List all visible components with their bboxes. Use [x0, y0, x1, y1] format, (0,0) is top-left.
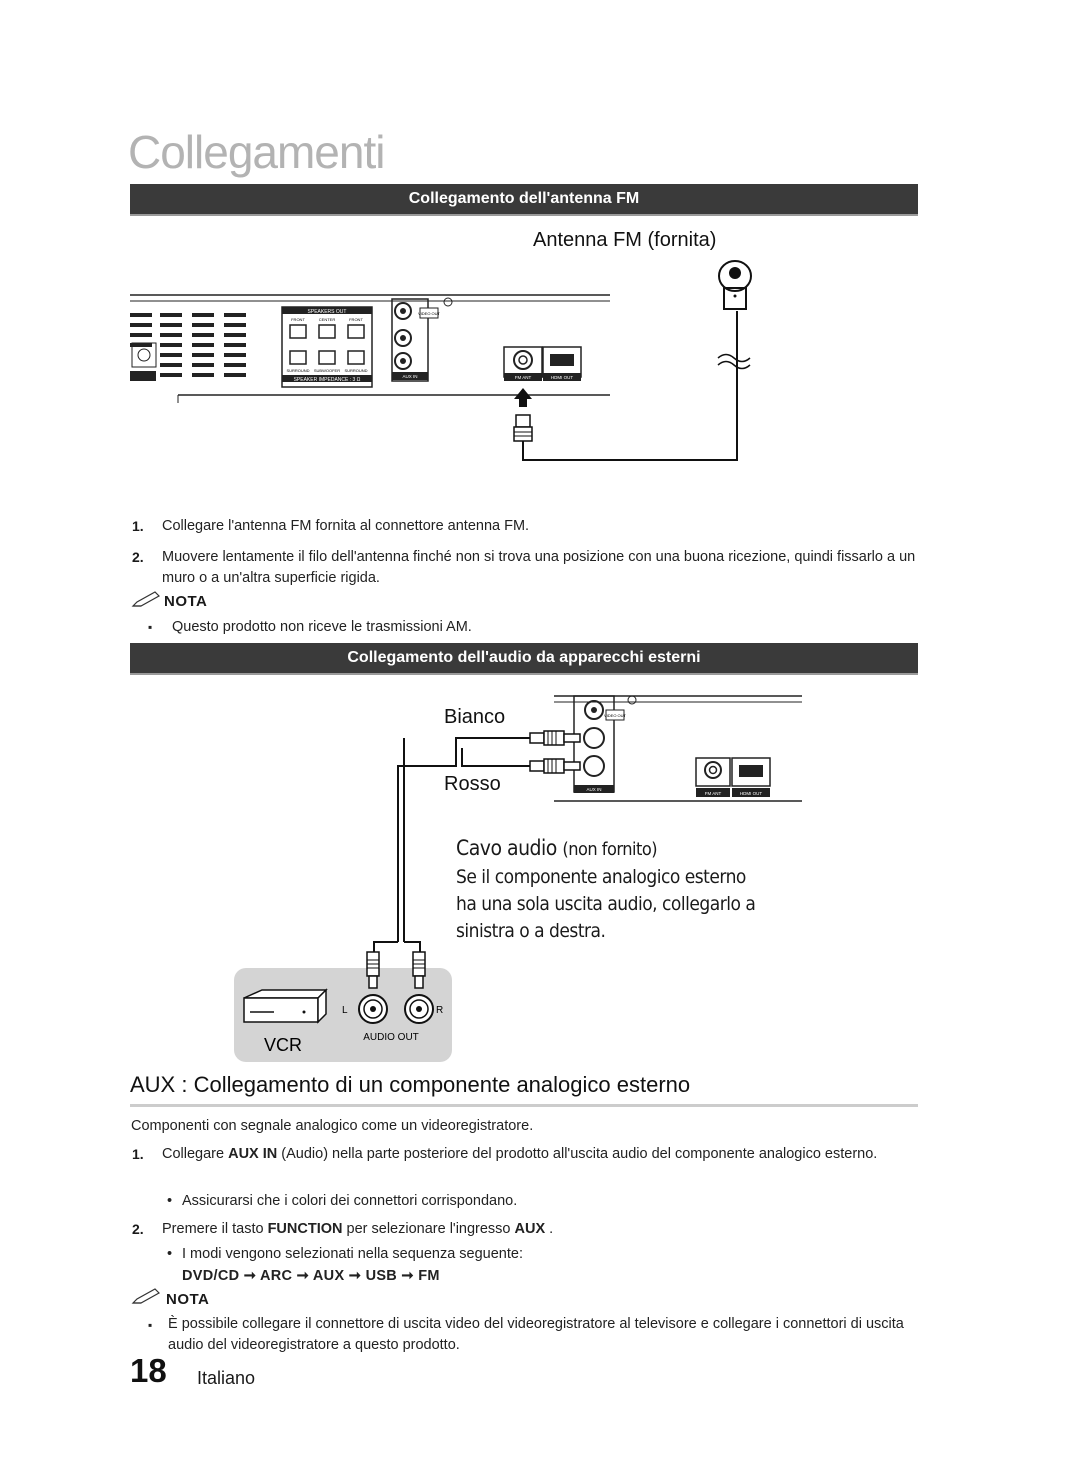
fm-nota-bullet-icon: ▪: [148, 620, 153, 634]
aux-step-1-number: 1.: [132, 1146, 144, 1162]
antenna-label: Antenna FM (fornita): [533, 229, 717, 251]
fm-antenna-diagram: SPEAKERS OUT FRONT CENTER FRONT SURROUND…: [130, 260, 752, 461]
aux-bullet-1: Assicurarsi che i colori dei connettori …: [182, 1193, 518, 1209]
mode-dvd-cd: DVD/CD: [182, 1268, 240, 1284]
single-output-note-line: sinistra o a destra.: [456, 920, 606, 942]
fm-nota-text: Questo prodotto non riceve le trasmissio…: [172, 619, 472, 635]
surround-r-label: SURROUND: [344, 368, 367, 373]
section-header-audio: Collegamento dell'audio da apparecchi es…: [130, 643, 918, 675]
single-output-note: Se il componente analogico esterno ha un…: [456, 864, 756, 945]
rosso-label: Rosso: [444, 773, 501, 795]
pencil-note-icon: [131, 591, 160, 607]
center-label: CENTER: [319, 317, 336, 322]
arrow-right-icon: ➞: [243, 1268, 257, 1284]
mode-arc: ARC: [259, 1268, 293, 1284]
aux-step-2-post: .: [545, 1221, 554, 1237]
speaker-impedance-label: SPEAKER IMPEDANCE : 3 Ω: [294, 377, 361, 383]
aux-step-2-number: 2.: [132, 1221, 144, 1237]
section-header-fm: Collegamento dell'antenna FM: [130, 184, 918, 216]
aux-keyword: AUX: [514, 1221, 546, 1237]
aux-in-keyword: AUX IN: [228, 1146, 278, 1162]
aux-nota-label: NOTA: [166, 1291, 210, 1308]
arrow-right-icon: ➞: [401, 1268, 414, 1284]
rear-panel: SPEAKERS OUT FRONT CENTER FRONT SURROUND…: [130, 294, 610, 403]
audio-out-label: AUDIO OUT: [363, 1032, 419, 1043]
audio-fm-ant-label: FM ANT: [705, 791, 722, 796]
aux-step-2-text: Premere il tasto FUNCTION per selezionar…: [162, 1219, 918, 1240]
audio-video-out-label: VIDEO OUT: [604, 713, 627, 718]
non-fornito-text: (non fornito): [562, 839, 658, 860]
bullet-dot-icon: •: [167, 1193, 173, 1209]
fm-step-1-text: Collegare l'antenna FM fornita al connet…: [162, 518, 530, 534]
rca-plug-right-icon: [412, 951, 426, 989]
single-output-note-line: ha una sola uscita audio, collegarlo a: [456, 893, 756, 915]
front-r-label: FRONT: [349, 317, 363, 322]
audio-out-jack-right-icon: [404, 994, 434, 1024]
fm-ant-label: FM ANT: [515, 375, 532, 380]
fm-step-2-number: 2.: [132, 549, 144, 565]
audio-out-l-label: L: [342, 1005, 348, 1016]
cavo-audio-text: Cavo audio: [456, 836, 557, 860]
audio-out-r-label: R: [436, 1005, 443, 1016]
aux-intro: Componenti con segnale analogico come un…: [131, 1118, 534, 1134]
fm-step-1-number: 1.: [132, 518, 144, 534]
hdmi-out-label: HDMI OUT: [551, 375, 573, 380]
aux-step-2-pre: Premere il tasto: [162, 1221, 268, 1237]
audio-out-jack-left-icon: [358, 994, 388, 1024]
vent-slots-icon: [130, 313, 246, 377]
arrow-up-icon: [514, 388, 532, 407]
aux-step-1-text: Collegare AUX IN (Audio) nella parte pos…: [162, 1144, 918, 1165]
speakers-out-label: SPEAKERS OUT: [308, 309, 347, 315]
aux-bullet-2: I modi vengono selezionati nella sequenz…: [182, 1246, 523, 1262]
antenna-head-icon: [717, 260, 752, 370]
aux-step-1-pre: Collegare: [162, 1146, 229, 1162]
page-title: Collegamenti: [128, 126, 385, 178]
vcr-device-diagram: L R AUDIO OUT VCR: [243, 951, 443, 1055]
arrow-right-icon: ➞: [348, 1268, 362, 1284]
rca-plug-white-icon: [529, 730, 581, 746]
aux-in-label: AUX IN: [402, 374, 417, 379]
front-l-label: FRONT: [291, 317, 305, 322]
page-number: 18: [130, 1352, 167, 1389]
bullet-dot-icon: •: [167, 1246, 173, 1262]
video-out-label: VIDEO OUT: [418, 311, 441, 316]
rca-plug-left-icon: [366, 951, 380, 989]
aux-heading: AUX : Collegamento di un componente anal…: [130, 1072, 918, 1107]
mode-fm: FM: [418, 1268, 440, 1284]
rca-plug-red-icon: [529, 758, 581, 774]
aux-nota-text: È possibile collegare il connettore di u…: [168, 1316, 904, 1353]
single-output-note-line: Se il componente analogico esterno: [456, 866, 746, 888]
vcr-label: VCR: [264, 1035, 302, 1055]
subwoofer-label: SUBWOOFER: [314, 368, 340, 373]
vcr-icon: [243, 988, 328, 1024]
mode-sequence: DVD/CD ➞ ARC ➞ AUX ➞ USB ➞ FM: [182, 1266, 440, 1287]
antenna-plug-icon: [513, 311, 738, 461]
mode-usb: USB: [365, 1268, 398, 1284]
audio-aux-in-label: AUX IN: [586, 787, 601, 792]
function-keyword: FUNCTION: [267, 1221, 343, 1237]
page-language: Italiano: [197, 1368, 256, 1388]
surround-l-label: SURROUND: [286, 368, 309, 373]
cavo-audio-label: Cavo audio (non fornito): [456, 836, 658, 860]
mode-aux: AUX: [312, 1268, 345, 1284]
audio-hdmi-out-label: HDMI OUT: [740, 791, 762, 796]
audio-cable-diagram: VIDEO OUT AUX IN FM ANT HDMI OUT: [373, 695, 802, 968]
bianco-label: Bianco: [444, 706, 506, 728]
aux-nota-bullet-icon: ▪: [148, 1318, 153, 1332]
fm-step-2-text: Muovere lentamente il filo dell'antenna …: [162, 549, 916, 586]
aux-step-2-mid: per selezionare l'ingresso: [342, 1221, 515, 1237]
fm-nota-label: NOTA: [164, 593, 208, 610]
aux-step-1-post: (Audio) nella parte posteriore del prodo…: [277, 1146, 878, 1162]
arrow-right-icon: ➞: [296, 1268, 310, 1284]
pencil-note-icon: [131, 1288, 160, 1304]
